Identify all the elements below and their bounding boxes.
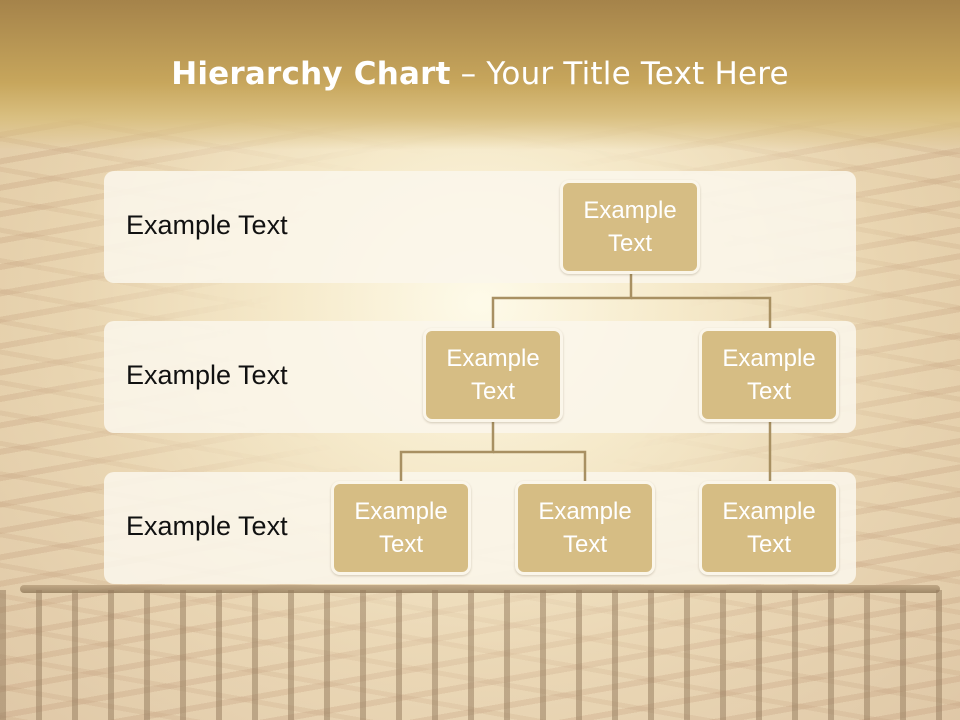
node-grandchild-2-text: Example Text (538, 498, 632, 558)
node-child-right-text: Example Text (722, 345, 816, 405)
shopping-cart-rail (20, 585, 940, 593)
title-band (0, 0, 960, 150)
node-grandchild-3[interactable]: Example Text (699, 481, 839, 575)
title-bold: Hierarchy Chart (171, 56, 451, 92)
node-root[interactable]: Example Text (560, 180, 700, 274)
connector-left-g1 (399, 421, 495, 482)
node-child-right[interactable]: Example Text (699, 328, 839, 422)
slide-title[interactable]: Hierarchy Chart – Your Title Text Here (0, 56, 960, 92)
node-grandchild-2[interactable]: Example Text (515, 481, 655, 575)
node-grandchild-1[interactable]: Example Text (331, 481, 471, 575)
node-child-left[interactable]: Example Text (423, 328, 563, 422)
title-rest: – Your Title Text Here (450, 56, 789, 92)
shopping-cart-bars (0, 590, 960, 720)
level-label-1[interactable]: Example Text (126, 210, 288, 240)
level-label-3[interactable]: Example Text (126, 511, 288, 541)
connector-left-g2 (493, 450, 587, 482)
node-grandchild-1-text: Example Text (354, 498, 448, 558)
node-root-text: Example Text (583, 197, 677, 257)
level-label-2[interactable]: Example Text (126, 360, 288, 390)
node-grandchild-3-text: Example Text (722, 498, 816, 558)
connector-root-left (491, 273, 633, 330)
node-child-left-text: Example Text (446, 345, 540, 405)
level-band-1 (104, 171, 856, 283)
connector-root-right (631, 296, 772, 330)
